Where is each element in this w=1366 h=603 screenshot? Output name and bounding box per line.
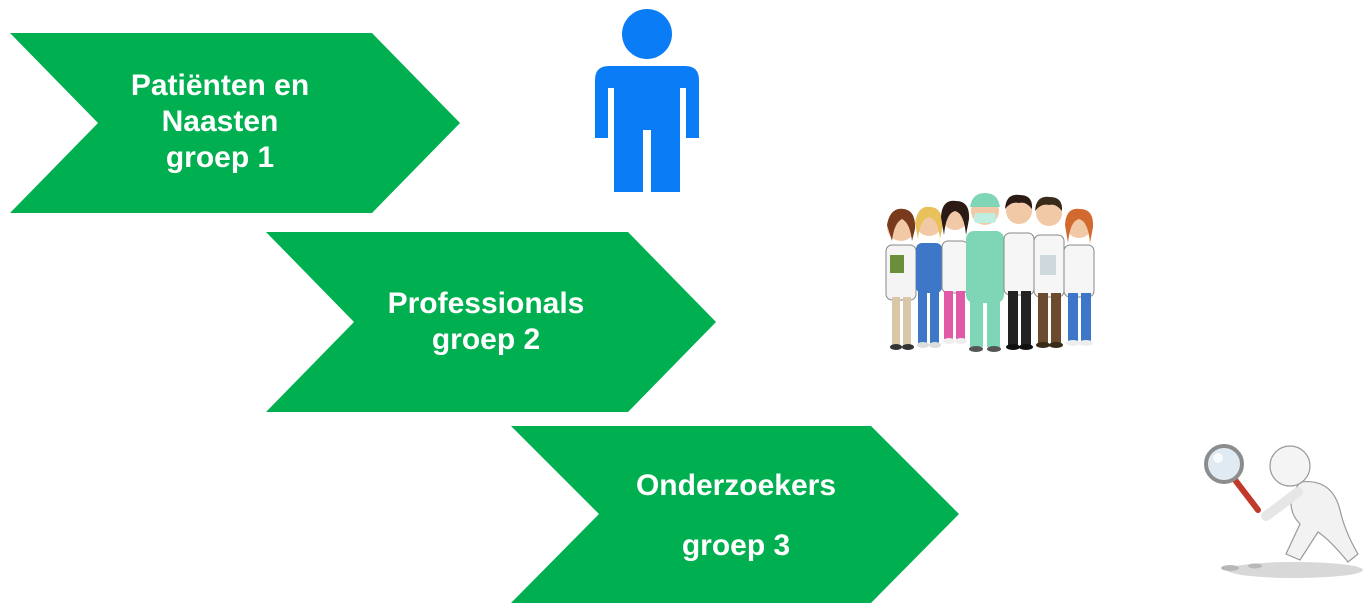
surgeon-figure xyxy=(966,193,1004,352)
doctor-5-figure xyxy=(1003,194,1035,350)
step-2-label-line-2: groep 2 xyxy=(431,323,541,356)
step-1-label-line-3: groep 1 xyxy=(165,141,275,174)
step-3-label-line-1: Onderzoekers xyxy=(635,469,837,502)
doctor-6-figure xyxy=(1033,196,1065,348)
person-icon xyxy=(595,8,699,192)
step-3-arrow-shape xyxy=(511,426,959,603)
doctor-1-figure xyxy=(885,208,917,350)
step-3-label-line-2: groep 3 xyxy=(681,529,791,562)
step-2-label-line-1: Professionals xyxy=(387,287,585,320)
step-3-arrow: Onderzoekers groep 3 xyxy=(511,426,959,603)
step-1-label: Patiënten en Naasten groep 1 xyxy=(100,57,340,187)
step-1-label-line-1: Patiënten en xyxy=(130,69,310,102)
step-1-arrow: Patiënten en Naasten groep 1 xyxy=(10,33,460,213)
doctor-3-figure xyxy=(941,200,970,344)
step-1-label-line-2: Naasten xyxy=(161,105,279,138)
step-1-arrow-shape xyxy=(10,33,460,213)
step-3-label: Onderzoekers groep 3 xyxy=(571,456,901,576)
doctor-7-figure xyxy=(1063,208,1095,346)
magnifying-glass-figure-illustration xyxy=(1200,420,1366,580)
doctor-2-figure xyxy=(915,206,943,348)
step-2-label: Professionals groep 2 xyxy=(336,272,636,372)
medical-team-illustration xyxy=(880,185,1102,357)
step-2-arrow: Professionals groep 2 xyxy=(266,232,716,412)
step-2-arrow-shape xyxy=(266,232,716,412)
